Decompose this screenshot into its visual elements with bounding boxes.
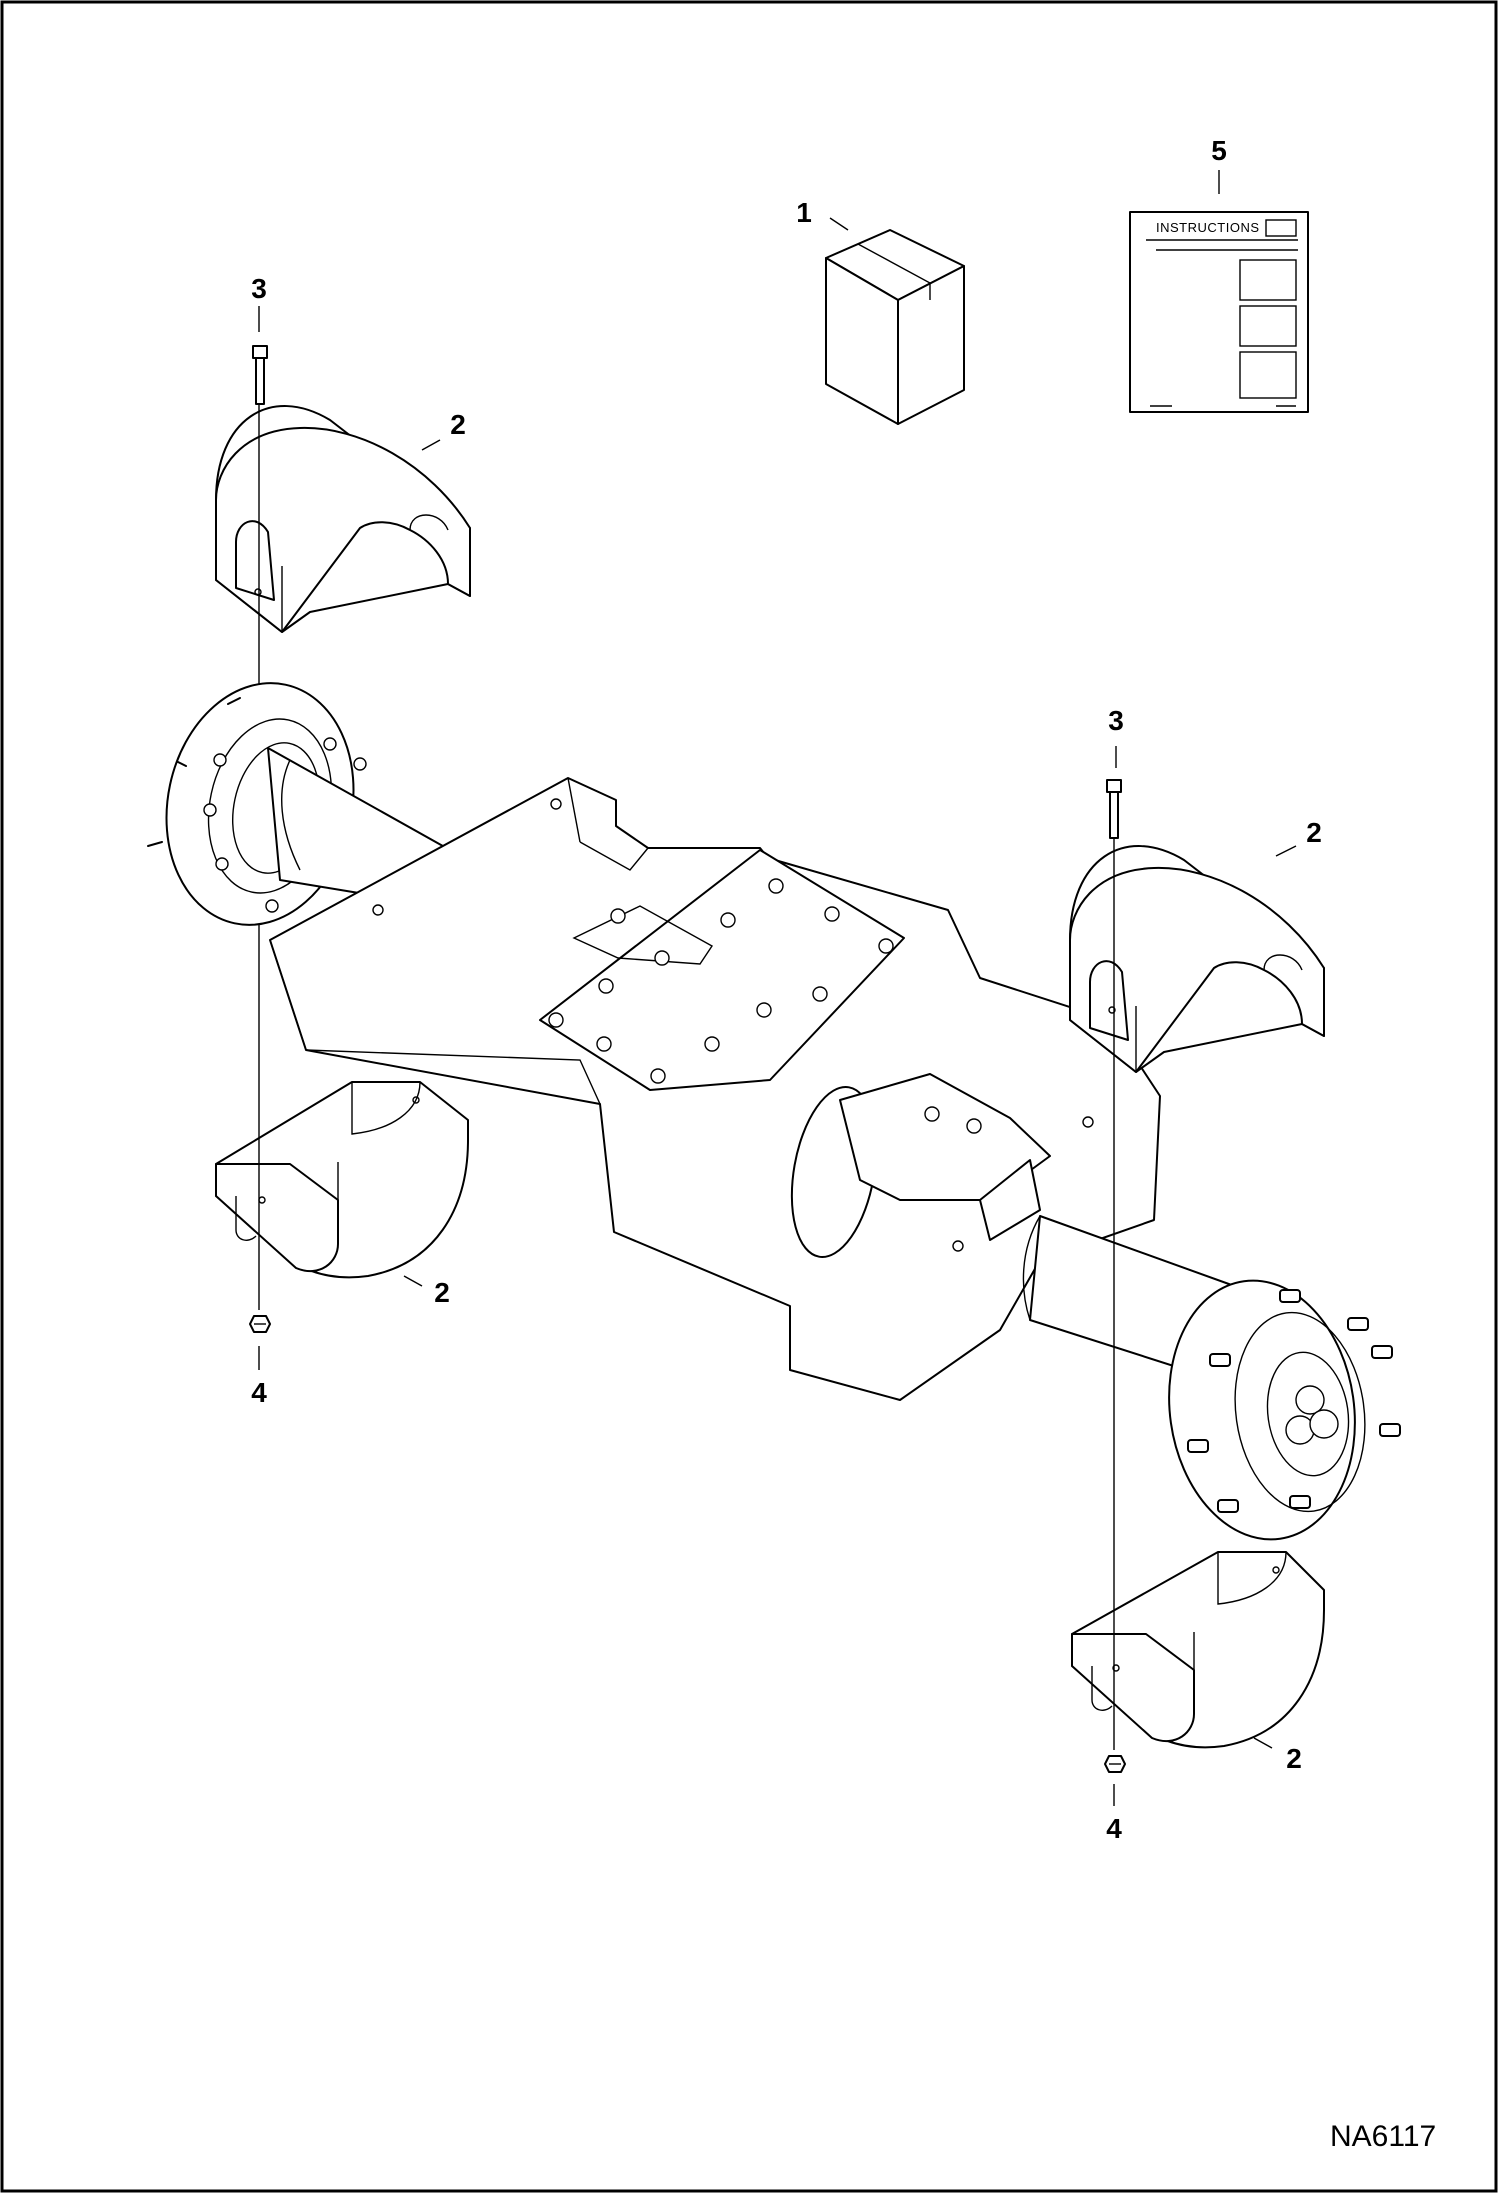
leader-line [1275, 845, 1297, 857]
callout-2: 2 [1286, 1743, 1302, 1774]
nut-icon [1104, 1755, 1126, 1773]
nut-icon [249, 1315, 271, 1333]
box-icon [825, 229, 965, 425]
callout-2: 2 [1306, 817, 1322, 848]
bolt-icon [1106, 779, 1122, 839]
leader-line [403, 1275, 423, 1287]
callout-2: 2 [434, 1277, 450, 1308]
callout-2: 2 [450, 409, 466, 440]
bolt-icon [252, 345, 268, 405]
callout-5: 5 [1211, 135, 1227, 166]
callout-4: 4 [251, 1377, 267, 1408]
callout-3: 3 [251, 273, 267, 304]
leader-line [1253, 1737, 1273, 1749]
callout-1: 1 [796, 197, 812, 228]
axle-assembly-icon [147, 682, 1401, 1541]
leader-line [829, 217, 849, 231]
counterweight-half-icon [1069, 845, 1325, 1073]
counterweight-half-icon [1071, 1551, 1325, 1749]
callout-4: 4 [1106, 1813, 1122, 1844]
leader-line [421, 439, 441, 451]
counterweight-half-icon [215, 405, 471, 633]
drawing-id: NA6117 [1330, 2120, 1436, 2153]
instructions-sheet-icon: INSTRUCTIONS [1129, 211, 1309, 413]
counterweight-half-icon [215, 1081, 469, 1279]
instructions-title: INSTRUCTIONS [1156, 220, 1260, 235]
callout-3: 3 [1108, 705, 1124, 736]
